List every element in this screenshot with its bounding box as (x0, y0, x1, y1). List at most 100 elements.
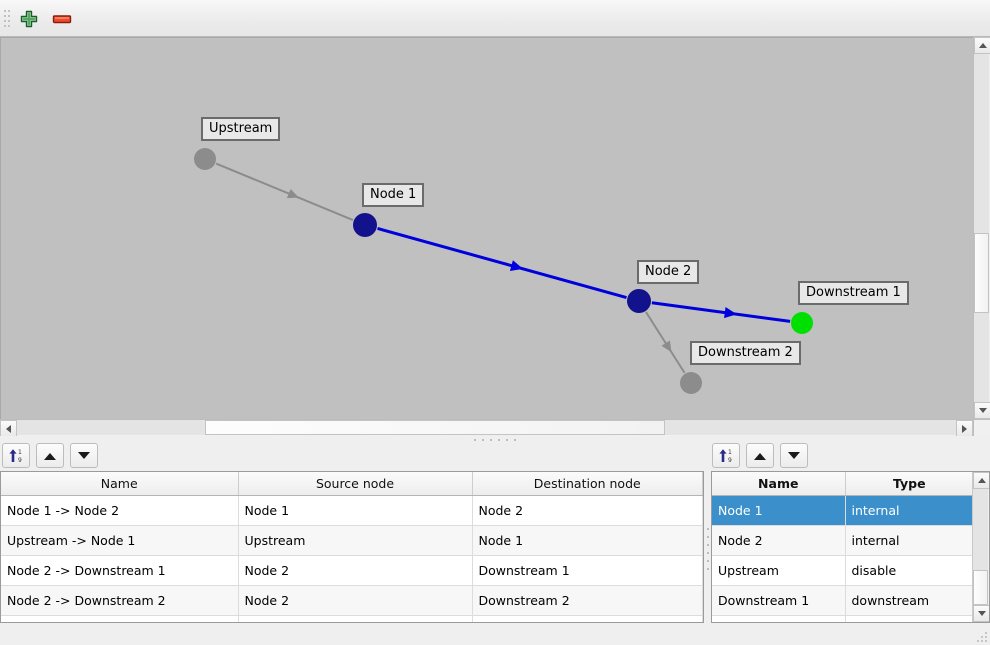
nodes-sort-button[interactable]: 1 9 (712, 443, 740, 468)
edges-sort-button[interactable]: 1 9 (2, 443, 30, 468)
graph-node-label-downstream2[interactable]: Downstream 2 (690, 341, 801, 365)
nodes-scroll-thumb[interactable] (973, 570, 988, 605)
nodes-table-header: Name Type (712, 472, 974, 496)
vsplitter-grip (707, 528, 709, 570)
edges-table-empty-row (1, 615, 703, 622)
vertical-scroll-thumb[interactable] (974, 233, 989, 313)
graph-node-label-node1[interactable]: Node 1 (362, 183, 425, 207)
edges-move-down-button[interactable] (70, 443, 98, 468)
edge-destination: Downstream 1 (472, 555, 703, 586)
nodes-table-scrollbar[interactable] (972, 472, 989, 622)
nodes-scroll-down-button[interactable] (973, 605, 989, 622)
graph-edge-node1-node2[interactable] (377, 227, 627, 299)
svg-text:1: 1 (728, 449, 732, 456)
edges-move-up-button[interactable] (36, 443, 64, 468)
splitter-grip (474, 439, 516, 441)
status-bar (0, 624, 990, 645)
nodes-col-type[interactable]: Type (845, 472, 974, 496)
canvas-horizontal-scrollbar[interactable] (0, 419, 973, 437)
add-icon[interactable] (16, 6, 42, 32)
svg-text:1: 1 (18, 449, 22, 456)
edges-table-header: Name Source node Destination node (1, 472, 703, 496)
node-name: Node 1 (712, 495, 846, 526)
node-type: disable (845, 555, 974, 586)
nodes-table-empty-row (712, 615, 974, 622)
edge-name: Node 2 -> Downstream 2 (1, 585, 239, 616)
resize-grip[interactable] (977, 632, 988, 643)
edge-destination: Node 1 (472, 525, 703, 556)
graph-edge-node2-downstream1[interactable] (651, 301, 791, 323)
edges-col-name[interactable]: Name (1, 472, 239, 496)
edges-toolbar: 1 9 (2, 443, 102, 469)
edge-destination: Node 2 (472, 495, 703, 526)
edges-col-source[interactable]: Source node (238, 472, 473, 496)
horizontal-scroll-thumb[interactable] (205, 420, 665, 435)
nodes-col-name[interactable]: Name (712, 472, 846, 496)
delete-icon[interactable] (49, 6, 75, 32)
edges-table-grid: Name Source node Destination node Node 1… (1, 472, 703, 622)
graph-node-downstream1[interactable] (791, 312, 813, 334)
scroll-left-button[interactable] (0, 420, 17, 437)
svg-text:9: 9 (728, 457, 732, 464)
edges-col-destination[interactable]: Destination node (472, 472, 703, 496)
toolbar-drag-handle[interactable] (4, 10, 10, 27)
graph-edge-arrow-node2-downstream1 (724, 307, 737, 319)
edge-name: Upstream -> Node 1 (1, 525, 239, 556)
graph-node-upstream[interactable] (194, 148, 216, 170)
graph-node-label-node2[interactable]: Node 2 (637, 260, 700, 284)
edge-source: Node 1 (238, 495, 473, 526)
graph-node-label-downstream1[interactable]: Downstream 1 (798, 281, 909, 305)
node-type: downstream (845, 585, 974, 616)
node-type: internal (845, 495, 974, 526)
empty-cell (1, 615, 239, 622)
edge-name: Node 1 -> Node 2 (1, 495, 239, 526)
nodes-toolbar: 1 9 (712, 443, 812, 469)
vertical-splitter[interactable] (704, 470, 712, 622)
edge-source: Node 2 (238, 555, 473, 586)
horizontal-splitter[interactable] (0, 436, 990, 444)
scroll-down-button[interactable] (974, 402, 990, 419)
empty-cell (472, 615, 703, 622)
scrollbar-corner (973, 419, 990, 436)
edge-destination: Downstream 2 (472, 585, 703, 616)
empty-cell (712, 615, 846, 622)
scroll-right-button[interactable] (956, 420, 973, 437)
graph-edge-node2-downstream2[interactable] (645, 311, 686, 374)
node-name: Upstream (712, 555, 846, 586)
nodes-move-up-button[interactable] (746, 443, 774, 468)
graph-node-label-upstream[interactable]: Upstream (201, 117, 281, 141)
graph-node-downstream2[interactable] (680, 372, 702, 394)
edge-source: Node 2 (238, 585, 473, 616)
graph-edge-upstream-node1[interactable] (215, 162, 354, 221)
graph-edge-arrow-upstream-node1 (286, 188, 299, 199)
edge-source: Upstream (238, 525, 473, 556)
canvas-vertical-scrollbar[interactable] (973, 37, 990, 419)
scroll-up-button[interactable] (974, 37, 990, 54)
edge-name: Node 2 -> Downstream 1 (1, 555, 239, 586)
node-name: Node 2 (712, 525, 846, 556)
empty-cell (845, 615, 974, 622)
empty-cell (238, 615, 473, 622)
nodes-scroll-up-button[interactable] (973, 472, 989, 489)
graph-node-node2[interactable] (627, 289, 651, 313)
node-name: Downstream 1 (712, 585, 846, 616)
edges-table[interactable]: Name Source node Destination node Node 1… (0, 471, 704, 623)
nodes-move-down-button[interactable] (780, 443, 808, 468)
svg-text:9: 9 (18, 457, 22, 464)
graph-svg (194, 148, 813, 394)
graph-node-node1[interactable] (353, 213, 377, 237)
vertical-scroll-track[interactable] (974, 54, 989, 402)
main-toolbar (0, 0, 990, 37)
